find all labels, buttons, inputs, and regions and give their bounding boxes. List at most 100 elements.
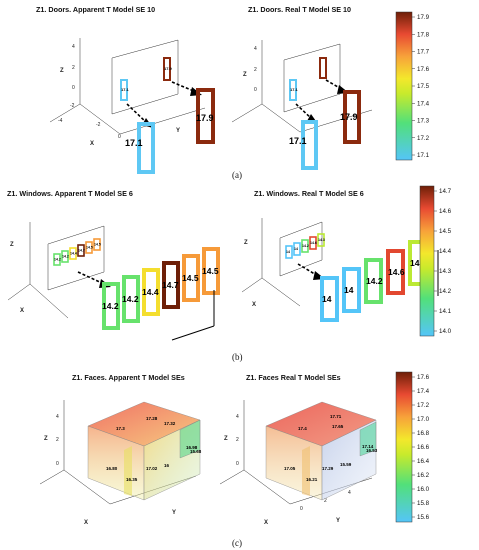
window-frame [93, 238, 101, 251]
door-small [319, 57, 327, 79]
colorbar-tick-label: 16.0 [417, 486, 430, 493]
face-strip [302, 446, 310, 496]
door-small [120, 79, 128, 101]
z-tick: -2 [70, 103, 75, 109]
colorbar-tick-label: 14.6 [439, 208, 452, 215]
door-large-2 [343, 90, 361, 144]
window-label: 14.5 [182, 273, 199, 283]
panel-c-caption: (c) [232, 538, 242, 548]
colorbar-tick-label: 17.5 [417, 83, 430, 90]
face-label: 16 [164, 463, 170, 468]
colorbar-tick-label: 14.5 [439, 228, 452, 235]
door-large-label: 17.1 [289, 136, 307, 146]
colorbar-tick-label: 14.1 [439, 308, 452, 315]
colorbar-tick-label: 17.1 [417, 152, 430, 159]
colorbar-tick-label: 17.4 [417, 388, 430, 395]
door-large-label: 17.9 [340, 112, 358, 122]
panel-a-left-title: Z1. Doors. Apparent T Model SE 10 [36, 5, 155, 14]
window-frame [61, 250, 69, 263]
colorbar-tick-label: 17.6 [417, 66, 430, 73]
window-label: 14.2 [366, 276, 383, 286]
window-label: 14.2 [122, 294, 139, 304]
z-axis-label: Z [243, 72, 247, 78]
z-tick: 0 [56, 461, 59, 467]
face-label: 16.35 [126, 477, 138, 482]
window-frame [342, 267, 361, 313]
face-label: 17.02 [146, 466, 158, 471]
colorbar-tick-label: 17.4 [417, 100, 430, 107]
x-axis-label: X [90, 141, 94, 147]
dimension-line [171, 290, 215, 341]
window-label: 14 [286, 250, 290, 254]
panel-b-right-axes: Z X [241, 218, 301, 308]
colorbar-tick-label: 15.8 [417, 500, 430, 507]
window-label: 14.2 [102, 301, 119, 311]
panel-a-right-plane [283, 43, 341, 113]
panel-b-left-small-windows: 14.214.214.414.714.514.5 [53, 238, 101, 266]
colorbar-tick-label: 17.0 [417, 416, 430, 423]
x-axis-label: X [264, 520, 268, 526]
z-axis-label: Z [60, 68, 64, 74]
z-axis-label: Z [224, 436, 228, 442]
panel-b-left-plane [47, 225, 105, 291]
colorbar-tick-label: 14.4 [439, 248, 452, 255]
face-label: 17.32 [164, 421, 176, 426]
z-tick: 4 [72, 44, 75, 50]
window-frame [320, 276, 339, 322]
window-frame [69, 247, 77, 260]
panel-b-right-plane [279, 221, 323, 277]
window-label: 14.6 [310, 241, 317, 245]
window-frame [301, 239, 309, 253]
door-large-1 [301, 120, 318, 170]
window-label: 14.2 [54, 258, 61, 262]
y-tick: 4 [348, 490, 351, 496]
panel-a-left-plane [111, 39, 179, 115]
window-label: 14 [344, 285, 354, 295]
z-tick: 4 [236, 414, 239, 420]
window-label: 14.2 [62, 255, 69, 259]
colorbar-tick-label: 15.6 [417, 514, 430, 521]
window-frame [202, 247, 220, 295]
window-label: 14.5 [202, 266, 219, 276]
y-tick: 2 [324, 498, 327, 504]
z-axis-label: Z [10, 242, 14, 248]
colorbar-tick-label: 17.2 [417, 135, 430, 142]
door-small [163, 57, 171, 81]
window-frame [53, 253, 61, 266]
window-frame [142, 268, 160, 316]
z-tick: 2 [56, 437, 59, 443]
door-large-2 [196, 88, 215, 144]
colorbar-tick-label: 14.0 [439, 328, 452, 335]
colorbar-tick-label: 17.9 [417, 14, 430, 21]
z-tick: 4 [56, 414, 59, 420]
colorbar-tick-label: 17.3 [417, 118, 430, 125]
colorbar-tick-label: 17.8 [417, 31, 430, 38]
window-frame [364, 258, 383, 304]
z-axis-label: Z [244, 240, 248, 246]
window-frame [85, 241, 93, 254]
x-axis-label: X [252, 302, 256, 308]
panel-a-caption: (a) [232, 170, 242, 180]
face-label: 17.05 [284, 466, 296, 471]
window-label: 14 [322, 294, 332, 304]
door-small-label: 17.9 [164, 66, 173, 71]
panel-b: Z1. Windows. Apparent T Model SE 6 Z1. W… [7, 185, 452, 362]
window-frame [285, 245, 293, 259]
window-label: 14.4 [142, 287, 159, 297]
door-large-1 [137, 122, 155, 174]
window-label: 14.3 [318, 238, 325, 242]
colorbar-tick-label: 16.2 [417, 472, 430, 479]
colorbar-b [419, 185, 435, 337]
panel-b-left-axes: Z X [7, 222, 69, 319]
door-small [289, 79, 297, 101]
colorbar-tick-label: 14.2 [439, 288, 452, 295]
z-tick: 0 [236, 461, 239, 467]
panel-a-left-axes: 4 2 0 -2 Z -4 -2 0 X Y [49, 38, 206, 147]
door-large-label: 17.1 [125, 138, 143, 148]
colorbar-tick-label: 14.7 [439, 188, 452, 195]
colorbar-tick-label: 16.8 [417, 430, 430, 437]
window-frame [182, 254, 200, 302]
window-label: 14 [294, 247, 298, 251]
x-tick: -4 [58, 118, 63, 124]
